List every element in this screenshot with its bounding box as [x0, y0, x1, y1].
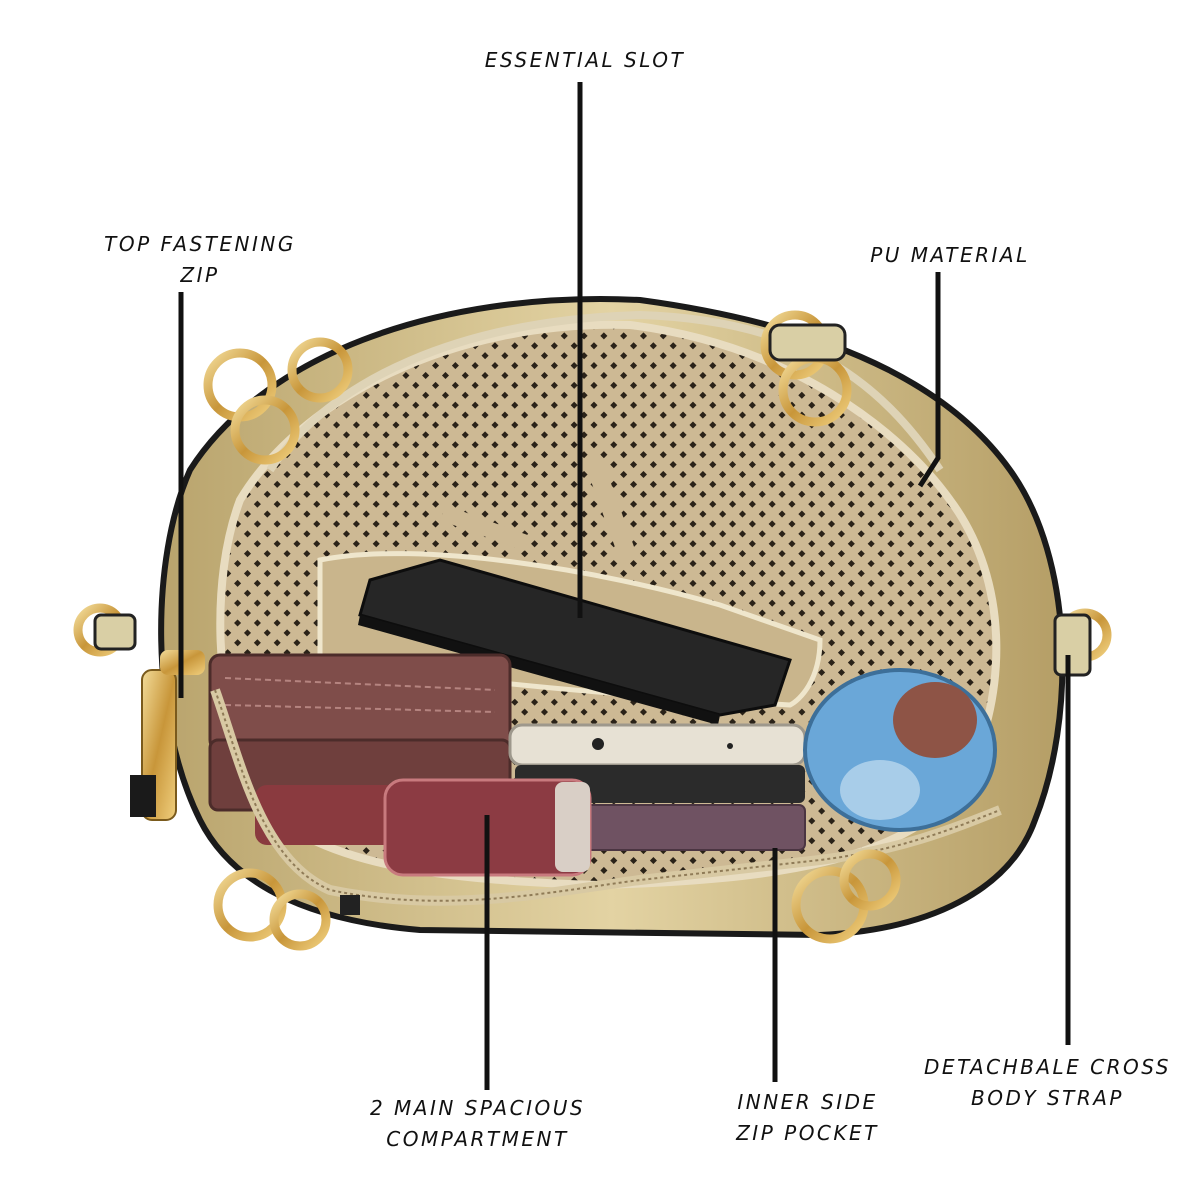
callout-top-fastening-zip: TOP FASTENING ZIP — [104, 232, 296, 287]
strap-clip-right — [1053, 613, 1092, 677]
leader-pu-material — [917, 272, 941, 488]
callout-essential-slot: ESSENTIAL SLOT — [484, 48, 686, 72]
leader-lines — [178, 82, 1071, 1090]
zipper-pull — [130, 650, 205, 821]
strap-clip-left — [93, 613, 137, 651]
callout-inner-side-zip-pocket: INNER SIDE ZIP POCKET — [736, 1090, 879, 1145]
blue-compact — [803, 668, 997, 832]
callout-pu-material: PU MATERIAL — [870, 243, 1030, 267]
top-zip-edge — [266, 310, 944, 473]
callout-main-compartment: 2 MAIN SPACIOUS COMPARTMENT — [369, 1096, 586, 1151]
power-bank — [358, 558, 792, 725]
lining-brand-band — [583, 454, 639, 565]
callout-detachable-strap: DETACHBALE CROSS BODY STRAP — [924, 1055, 1171, 1110]
